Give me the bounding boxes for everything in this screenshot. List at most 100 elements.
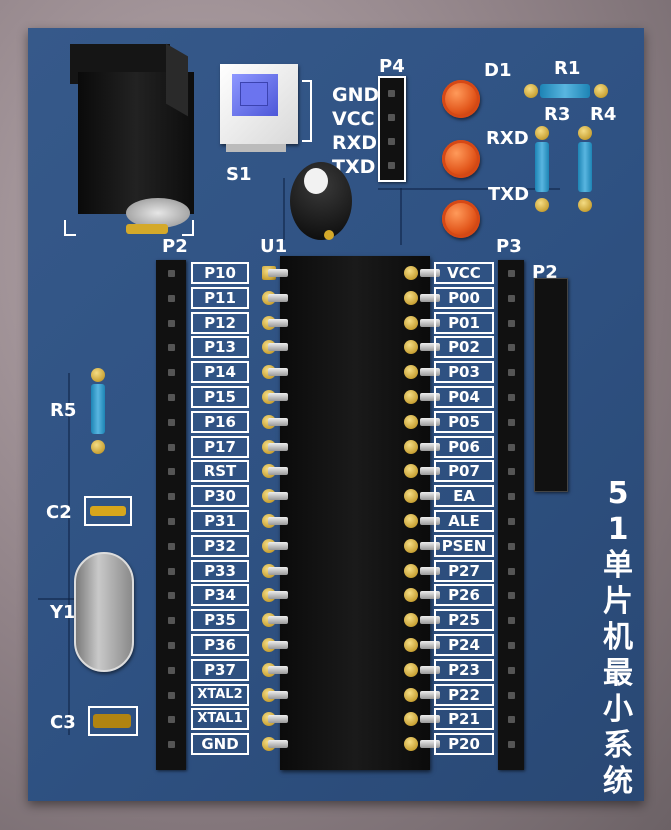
chip-leg: [268, 442, 288, 451]
label-rxd: RXD: [486, 128, 529, 149]
header-pin: [508, 617, 515, 625]
capacitor-c2: [84, 496, 132, 526]
label-r4: R4: [590, 104, 617, 125]
chip-leg: [420, 442, 440, 451]
chip-pad: [404, 662, 418, 677]
right-pin-label: P26: [434, 584, 494, 607]
header-pin: [508, 542, 515, 550]
label-p4: P4: [379, 56, 405, 77]
capacitor-c3: [88, 706, 138, 736]
chip-leg: [268, 492, 288, 501]
crystal-y1: [74, 552, 134, 672]
chip-pad: [404, 414, 418, 429]
trace: [283, 178, 285, 240]
left-pin-label: P12: [191, 311, 249, 334]
header-pin: [168, 319, 175, 327]
right-pin-label: ALE: [434, 510, 494, 532]
r1-pad: [594, 84, 608, 98]
label-u1: U1: [260, 236, 288, 257]
right-pin-label: P03: [434, 361, 494, 384]
left-pin-label: P30: [191, 485, 249, 508]
header-pin: [508, 567, 515, 575]
label-c3: C3: [50, 712, 76, 733]
chip-pad: [404, 365, 418, 380]
r5-pad: [91, 368, 105, 382]
r4-pad: [578, 126, 592, 140]
chip-leg: [268, 591, 288, 600]
chip-leg: [268, 393, 288, 401]
header-pin: [168, 716, 175, 724]
chip-pad: [404, 613, 418, 628]
header-pin: [168, 567, 175, 575]
chip-leg: [420, 368, 440, 377]
chip-leg: [420, 492, 440, 501]
chip-leg: [420, 517, 440, 525]
resistor-r1: [540, 84, 590, 98]
r5-pad: [91, 440, 105, 454]
resistor-r5: [91, 384, 105, 434]
header-pin: [168, 691, 175, 699]
right-pin-label: P23: [434, 658, 494, 681]
chip-leg: [420, 269, 440, 277]
right-pin-label: P27: [434, 559, 494, 582]
right-pin-label: EA: [434, 485, 494, 508]
header-pin: [508, 468, 515, 476]
led-power: [442, 80, 480, 118]
left-pin-label: XTAL1: [191, 708, 249, 731]
right-pin-label: P25: [434, 609, 494, 632]
left-pin-label: P10: [191, 262, 249, 284]
header-pin: [508, 716, 515, 724]
header-pin: [508, 369, 515, 377]
header-pin: [508, 443, 515, 451]
p4-header-pin: [388, 138, 395, 145]
header-pin: [508, 592, 515, 600]
left-pin-label: P33: [191, 559, 249, 582]
label-p2-right: P2: [532, 262, 558, 283]
label-txd: TXD: [488, 184, 530, 205]
resistor-r4: [578, 142, 592, 192]
label-r1: R1: [554, 58, 581, 79]
p4-pin-label: GND: [332, 84, 380, 106]
chip-leg: [420, 641, 440, 649]
header-pin: [168, 518, 175, 525]
trace: [400, 188, 402, 245]
header-pin: [168, 369, 175, 377]
chip-leg: [268, 616, 288, 625]
header-pin: [168, 617, 175, 625]
left-pin-label: P37: [191, 658, 249, 681]
right-pin-label: P00: [434, 286, 494, 309]
board-title: 51单片机最小系统: [603, 476, 633, 799]
label-s1: S1: [226, 164, 252, 185]
left-pin-label: P34: [191, 584, 249, 607]
chip-leg: [268, 715, 288, 724]
left-pin-label: P14: [191, 361, 249, 384]
left-pin-label: P36: [191, 634, 249, 656]
left-pin-label: XTAL2: [191, 683, 249, 706]
label-p3: P3: [496, 236, 522, 257]
left-pin-label: P35: [191, 609, 249, 632]
right-pin-label: P02: [434, 336, 494, 359]
label-p2-left: P2: [162, 236, 188, 257]
chip-pad: [404, 712, 418, 727]
trace: [68, 373, 70, 735]
header-pin: [508, 294, 515, 302]
left-pin-label: P17: [191, 435, 249, 458]
chip-pad: [404, 588, 418, 603]
p4-pin-label: RXD: [332, 132, 378, 154]
chip-pad: [404, 563, 418, 578]
chip-leg: [420, 591, 440, 600]
header-pin: [168, 741, 175, 749]
label-d1: D1: [484, 60, 512, 81]
tact-switch-s1: [220, 64, 312, 152]
header-pin: [508, 344, 515, 352]
header-pin: [508, 418, 515, 426]
chip-leg: [420, 566, 440, 575]
chip-leg: [420, 690, 440, 699]
p4-pin-label: VCC: [332, 108, 375, 130]
chip-leg: [268, 417, 288, 426]
resistor-r3: [535, 142, 549, 192]
chip-leg: [268, 517, 288, 525]
header-pin: [168, 294, 175, 302]
